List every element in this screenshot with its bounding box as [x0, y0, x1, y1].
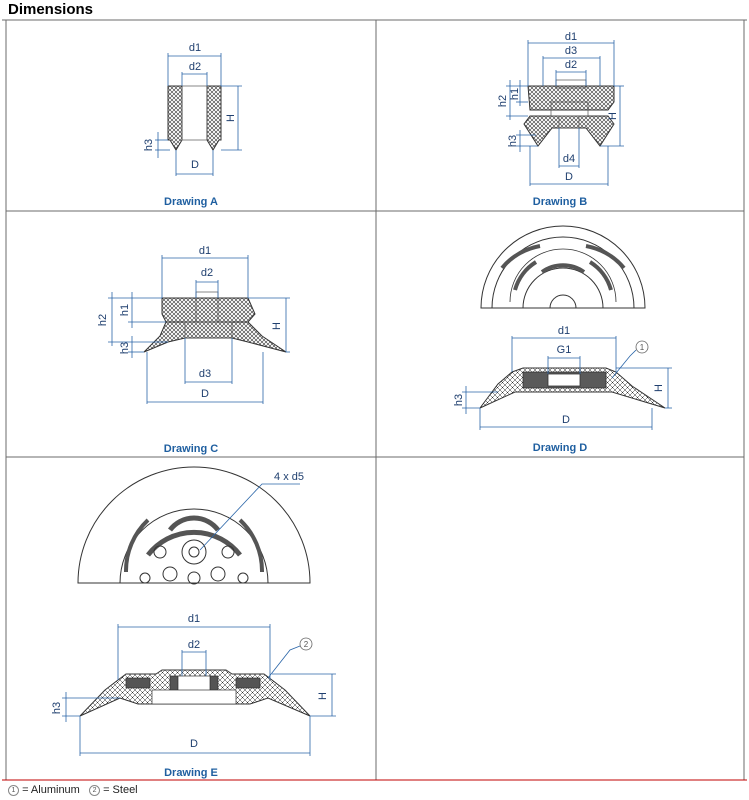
drawing-d-G1-label: G1	[557, 344, 572, 356]
drawing-b-d1-label: d1	[565, 31, 577, 43]
drawing-a-body	[167, 85, 222, 151]
drawing-e-caption: Drawing E	[164, 767, 218, 779]
drawing-b-D-label: D	[565, 171, 573, 183]
drawing-d-D-label: D	[562, 414, 570, 426]
drawing-b-caption: Drawing B	[533, 196, 587, 208]
drawing-e-h3-label: h3	[51, 702, 63, 714]
drawing-d-H-label: H	[653, 384, 665, 392]
material-mark-1-icon: 1	[8, 785, 19, 796]
drawing-a-caption: Drawing A	[164, 196, 218, 208]
drawing-d-top-view	[480, 225, 646, 309]
drawing-c-caption: Drawing C	[164, 443, 218, 455]
drawing-c-h2-label: h2	[97, 314, 109, 326]
material-mark-2-icon	[299, 637, 313, 651]
frame	[2, 19, 747, 780]
page-title: Dimensions	[8, 1, 94, 18]
drawing-e-d2-label: d2	[188, 639, 200, 651]
material-mark-1-icon	[635, 340, 649, 354]
drawing-c-h3-label: h3	[119, 342, 131, 354]
drawing-e-top-view	[77, 466, 311, 585]
drawing-b-d4-label: d4	[563, 153, 575, 165]
drawing-c-H-label: H	[271, 322, 283, 330]
drawing-b-h2-label: h2	[497, 95, 509, 107]
drawing-c-body	[143, 297, 287, 353]
drawing-c-h1-label: h1	[119, 304, 131, 316]
drawing-e-d1-label: d1	[188, 613, 200, 625]
drawing-b-d3-label: d3	[565, 45, 577, 57]
drawing-e: 4 x d5 d1 d2 2 h3 H	[51, 466, 336, 779]
drawing-a-d2-label: d2	[189, 61, 201, 73]
drawing-d: d1 G1 1 h3 H D Drawing D	[453, 225, 672, 454]
drawing-e-mark-2: 2	[304, 640, 309, 649]
drawing-e-H-label: H	[317, 692, 329, 700]
drawing-d-d1-label: d1	[558, 325, 570, 337]
drawing-a-d1-label: d1	[189, 42, 201, 54]
drawing-c-d3-label: d3	[199, 368, 211, 380]
drawing-b-H-label: H	[607, 112, 619, 120]
drawing-b-h3-label: h3	[507, 135, 519, 147]
drawing-e-holes-label: 4 x d5	[274, 471, 304, 483]
drawing-d-caption: Drawing D	[533, 442, 587, 454]
drawing-c-d1-label: d1	[199, 245, 211, 257]
drawing-a: d1 d2 H h3 D Drawing A	[143, 42, 242, 208]
drawing-a-h3-label: h3	[143, 139, 155, 151]
drawing-a-H-label: H	[225, 114, 237, 122]
drawing-b-h1-label: h1	[509, 88, 521, 100]
drawing-d-h3-label: h3	[453, 394, 465, 406]
drawing-d-mark-1: 1	[640, 343, 645, 352]
material-legend: 1 = Aluminum 2 = Steel	[8, 784, 138, 796]
drawing-b: d1 d3 d2 h1 h2 h3 H d4	[497, 31, 624, 208]
legend-aluminum: = Aluminum	[22, 784, 80, 796]
drawing-b-d2-label: d2	[565, 59, 577, 71]
material-mark-2-icon: 2	[89, 785, 101, 796]
legend-steel: = Steel	[103, 784, 138, 796]
drawing-a-D-label: D	[191, 159, 199, 171]
drawing-c: d1 d2 h1 h2 h3 H d3 D Drawing C	[97, 245, 290, 455]
drawing-c-D-label: D	[201, 388, 209, 400]
drawing-e-D-label: D	[190, 738, 198, 750]
drawing-c-d2-label: d2	[201, 267, 213, 279]
